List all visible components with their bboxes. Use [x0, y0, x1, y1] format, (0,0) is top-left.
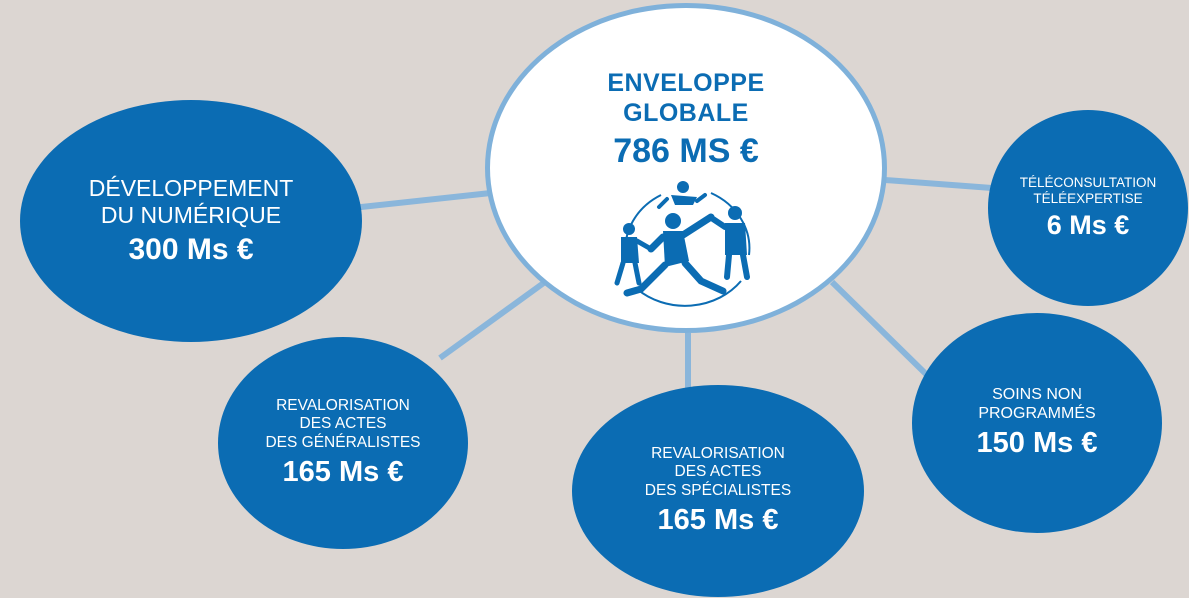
numerique-amount: 300 Ms €: [128, 233, 254, 267]
generalistes-line1: REVALORISATION: [276, 397, 410, 415]
center-amount: 786 MS €: [613, 132, 759, 170]
center-total-bubble: ENVELOPPE GLOBALE 786 MS €: [485, 3, 887, 333]
center-title-line2: GLOBALE: [623, 99, 749, 127]
specialistes-line3: DES SPÉCIALISTES: [644, 481, 792, 499]
bubble-numerique: DÉVELOPPEMENT DU NUMÉRIQUE 300 Ms €: [20, 100, 362, 342]
tele-line2: TÉLÉEXPERTISE: [1033, 190, 1143, 206]
generalistes-amount: 165 Ms €: [282, 455, 404, 488]
soins-amount: 150 Ms €: [976, 427, 1098, 460]
generalistes-line2: DES ACTES: [299, 415, 387, 433]
connector-generalistes: [438, 279, 547, 361]
tele-amount: 6 Ms €: [1046, 210, 1130, 241]
bubble-tele: TÉLÉCONSULTATION TÉLÉEXPERTISE 6 Ms €: [988, 110, 1188, 306]
connector-numerique: [351, 189, 501, 211]
family-figures-icon: [614, 181, 751, 307]
bubble-soins: SOINS NON PROGRAMMÉS 150 Ms €: [912, 313, 1162, 533]
specialistes-amount: 165 Ms €: [657, 503, 779, 536]
connector-tele: [884, 177, 993, 191]
generalistes-line3: DES GÉNÉRALISTES: [265, 433, 421, 451]
tele-line1: TÉLÉCONSULTATION: [1019, 174, 1157, 190]
connector-soins: [829, 279, 933, 381]
center-title-line1: ENVELOPPE: [607, 69, 765, 97]
numerique-line1: DÉVELOPPEMENT: [88, 174, 294, 201]
bubble-specialistes: REVALORISATION DES ACTES DES SPÉCIALISTE…: [572, 385, 864, 597]
specialistes-line1: REVALORISATION: [651, 445, 785, 463]
specialistes-line2: DES ACTES: [674, 463, 762, 481]
numerique-line2: DU NUMÉRIQUE: [100, 202, 282, 228]
soins-line1: SOINS NON: [992, 385, 1082, 403]
bubble-generalistes: REVALORISATION DES ACTES DES GÉNÉRALISTE…: [218, 337, 468, 549]
soins-line2: PROGRAMMÉS: [978, 404, 1096, 422]
